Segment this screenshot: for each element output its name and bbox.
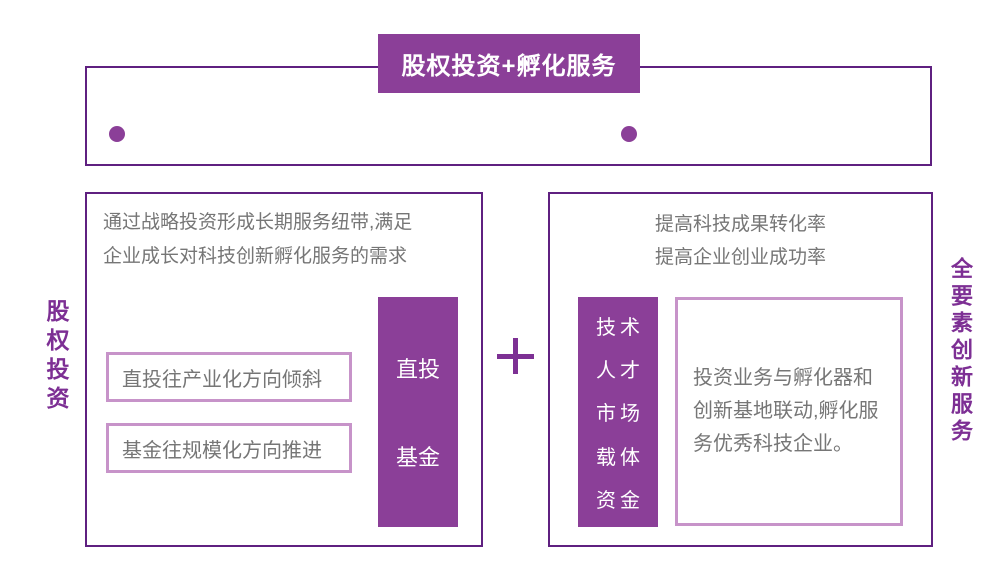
equity-description: 通过战略投资形成长期服务纽带,满足 企业成长对科技创新孵化服务的需求 bbox=[103, 206, 471, 274]
direct-investment-strategy-box: 直投往产业化方向倾斜 bbox=[106, 352, 352, 402]
direct-investment-strategy-text: 直投往产业化方向倾斜 bbox=[122, 368, 322, 391]
investment-type-direct: 直投 bbox=[395, 357, 440, 383]
innovation-goals: 提高科技成果转化率 提高企业创业成功率 bbox=[550, 208, 931, 274]
factor-carrier: 载体 bbox=[596, 446, 644, 469]
linkage-note-line2: 创新基地联动,孵化服 bbox=[693, 400, 879, 422]
factor-capital: 资金 bbox=[596, 489, 644, 512]
linkage-note-line1: 投资业务与孵化器和 bbox=[693, 367, 873, 389]
innovation-services-panel: 提高科技成果转化率 提高企业创业成功率 技术 人才 市场 载体 资金 投资业务与… bbox=[548, 192, 933, 547]
linkage-note-box: 投资业务与孵化器和 创新基地联动,孵化服 务优秀科技企业。 bbox=[675, 297, 903, 526]
bullet-dot-right bbox=[621, 126, 637, 142]
factor-market: 市场 bbox=[596, 403, 644, 426]
investment-types-column: 直投 基金 bbox=[378, 297, 458, 527]
left-vertical-label: 股权投资 bbox=[43, 299, 69, 415]
fund-strategy-text: 基金往规模化方向推进 bbox=[122, 439, 322, 462]
equity-description-line1: 通过战略投资形成长期服务纽带,满足 bbox=[103, 212, 413, 233]
diagram-title-text: 股权投资+孵化服务 bbox=[401, 53, 617, 80]
right-vertical-label: 全要素创新服务 bbox=[948, 257, 973, 446]
linkage-note-line3: 务优秀科技企业。 bbox=[693, 433, 853, 455]
factor-elements-column: 技术 人才 市场 载体 资金 bbox=[578, 297, 658, 527]
factor-technology: 技术 bbox=[596, 317, 644, 340]
fund-strategy-box: 基金往规模化方向推进 bbox=[106, 423, 352, 473]
plus-icon bbox=[497, 338, 534, 374]
bullet-dot-left bbox=[109, 126, 125, 142]
factor-talent: 人才 bbox=[596, 360, 644, 383]
investment-type-fund: 基金 bbox=[395, 444, 440, 470]
equity-description-line2: 企业成长对科技创新孵化服务的需求 bbox=[103, 246, 408, 267]
innovation-goal-line1: 提高科技成果转化率 bbox=[654, 214, 826, 235]
plus-icon-vertical-bar bbox=[513, 338, 518, 374]
diagram-title: 股权投资+孵化服务 bbox=[378, 34, 640, 93]
innovation-goal-line2: 提高企业创业成功率 bbox=[654, 247, 826, 268]
equity-investment-panel: 通过战略投资形成长期服务纽带,满足 企业成长对科技创新孵化服务的需求 直投往产业… bbox=[85, 192, 483, 547]
